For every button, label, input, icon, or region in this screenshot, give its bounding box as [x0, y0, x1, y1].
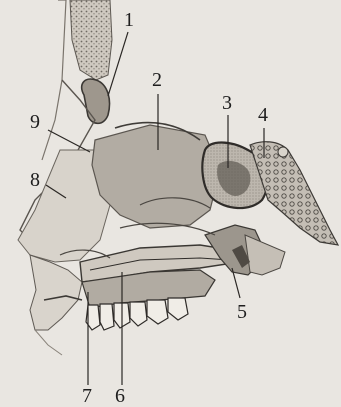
clinoid-process — [278, 147, 288, 157]
label-7: 7 — [82, 386, 92, 406]
lower-face-contour — [35, 330, 62, 355]
pharyngeal-wall — [245, 235, 285, 275]
label-6: 6 — [115, 386, 125, 406]
nasal-cavity-wall — [92, 125, 220, 228]
frontal-bone-strip — [70, 0, 112, 80]
tooth-premolar-2 — [130, 302, 147, 326]
label-4: 4 — [258, 105, 268, 125]
frontal-sinus — [82, 79, 110, 123]
upper-lip — [30, 255, 82, 330]
label-3: 3 — [222, 93, 232, 113]
label-5: 5 — [237, 302, 247, 322]
label-8: 8 — [30, 170, 40, 190]
tooth-molar-1 — [147, 300, 168, 324]
tooth-molar-2 — [168, 298, 188, 320]
tooth-canine — [100, 304, 114, 330]
label-2: 2 — [152, 70, 162, 90]
label-1: 1 — [124, 10, 134, 30]
label-9: 9 — [30, 112, 40, 132]
